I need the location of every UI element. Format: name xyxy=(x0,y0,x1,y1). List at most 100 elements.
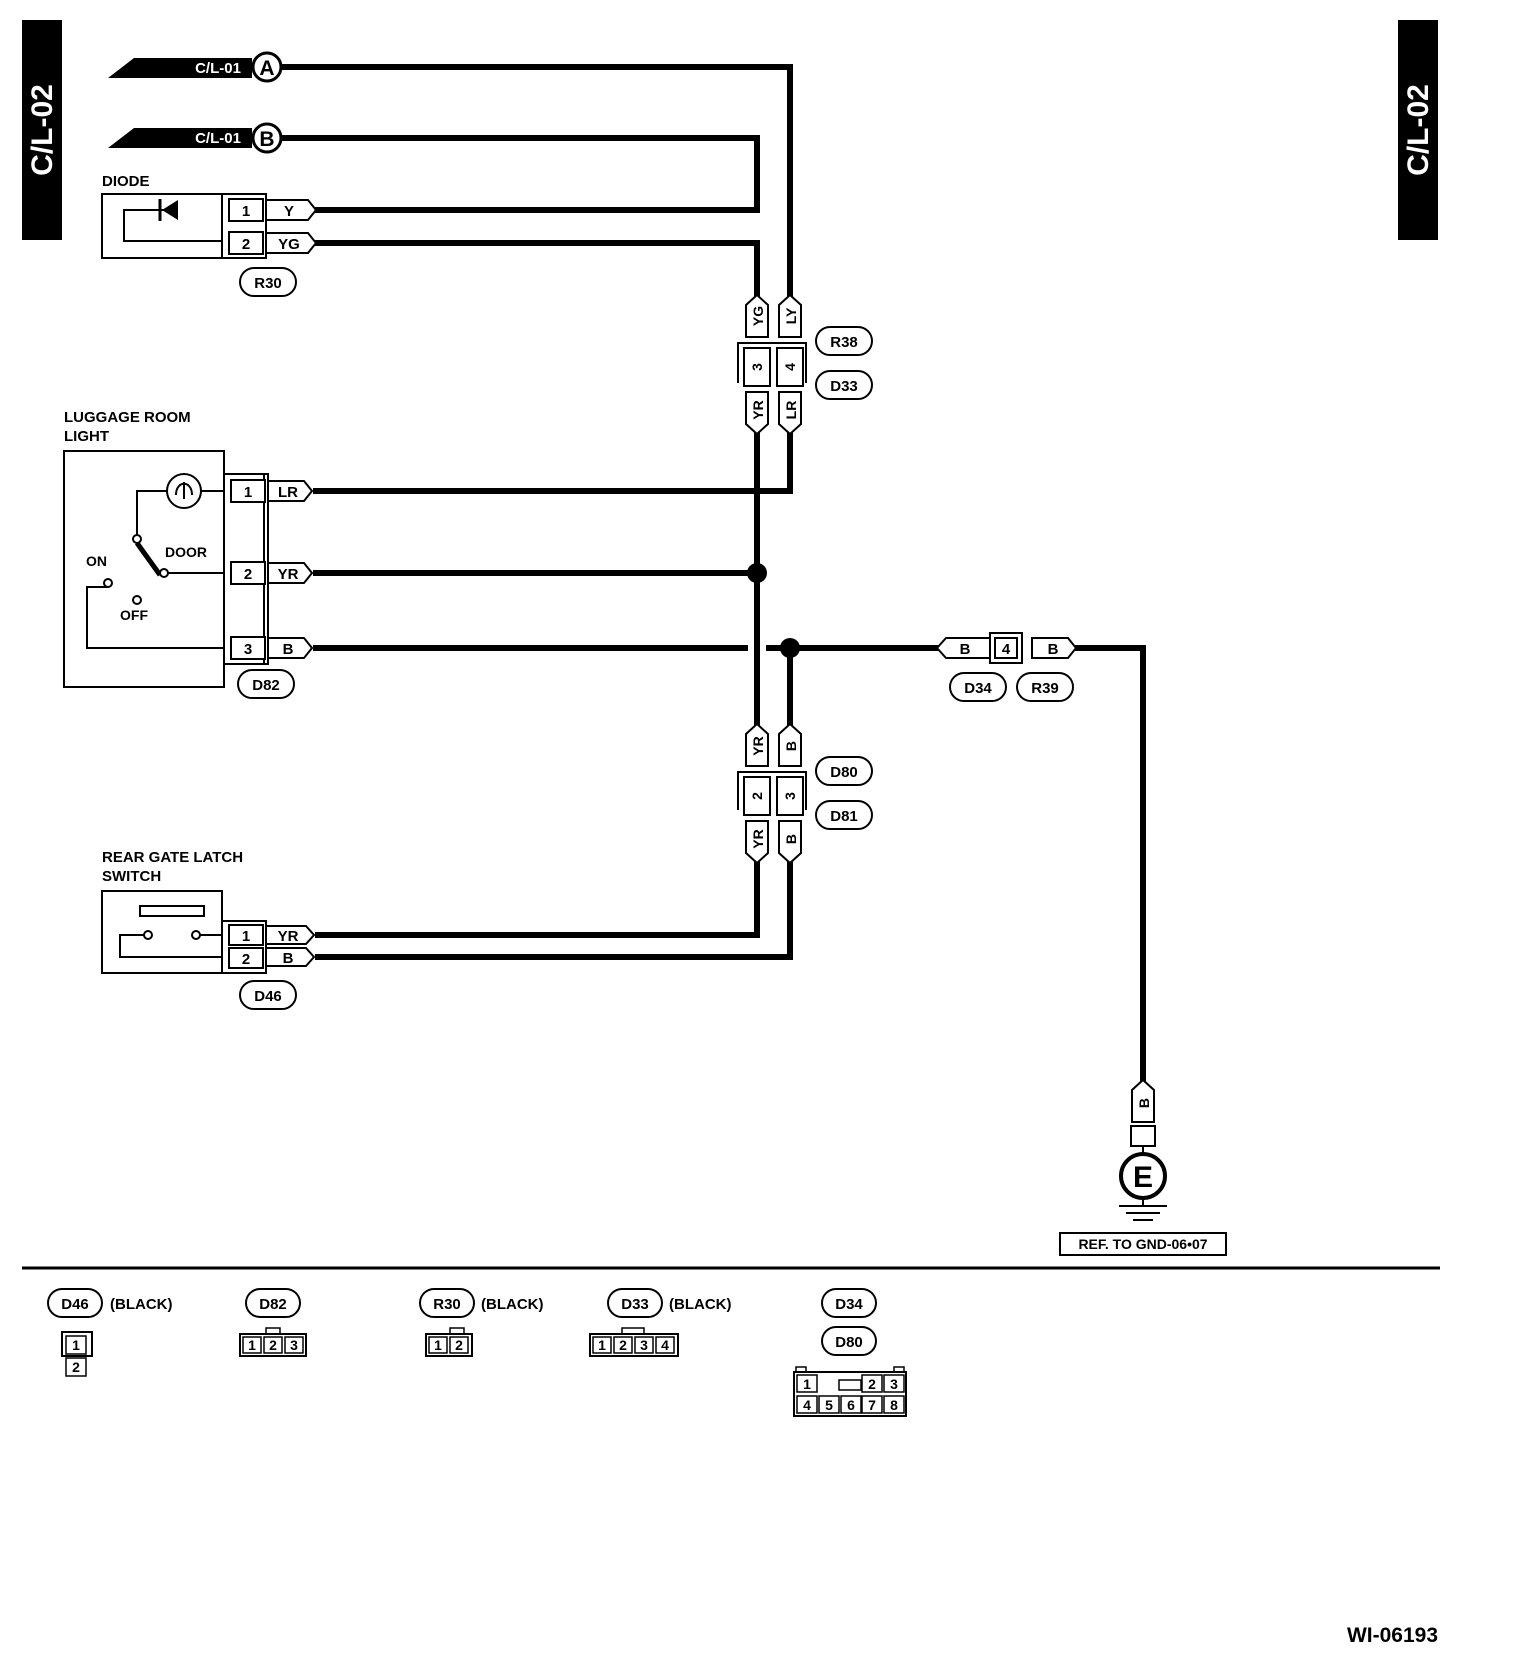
wire-lr xyxy=(313,430,793,494)
legend-r30: R30 (BLACK) 1 2 xyxy=(419,1288,543,1357)
wire-b xyxy=(282,135,760,213)
r30-pin-1: 1 xyxy=(242,203,250,220)
legend-d82-pin-1: 1 xyxy=(248,1337,256,1353)
tab-left-text: C/L-02 xyxy=(26,84,59,176)
r30-id: R30 xyxy=(254,275,282,292)
ground-reference: REF. TO GND-06•07 xyxy=(1078,1236,1207,1252)
legend-d34-pin-4: 4 xyxy=(803,1397,811,1413)
legend-d33-color: (BLACK) xyxy=(669,1296,731,1313)
ground: B E REF. TO GND-06•07 xyxy=(1059,1078,1227,1256)
d33-id: D33 xyxy=(830,378,858,395)
wire-yr-d46 xyxy=(315,858,760,938)
legend-d46: D46 (BLACK) 1 2 xyxy=(47,1288,172,1377)
wire-label-yr-d46: YR xyxy=(278,928,299,945)
legend-d33-id: D33 xyxy=(621,1296,649,1313)
connector-d34-r39: B 4 B D34 R39 xyxy=(935,632,1078,702)
r38-pin-3: 3 xyxy=(749,363,765,371)
wire-label-lr: LR xyxy=(278,484,298,501)
legend-d34-pin-8: 8 xyxy=(890,1397,898,1413)
connector-d80-d81: YR B 2 3 YR B D80 D81 xyxy=(737,722,873,865)
legend-r30-id: R30 xyxy=(433,1296,461,1313)
legend-d46-id: D46 xyxy=(61,1296,89,1313)
legend-d82-id: D82 xyxy=(259,1296,287,1313)
legend-r30-pin-2: 2 xyxy=(455,1337,463,1353)
input-b-letter: B xyxy=(259,128,274,151)
wire-b-d46 xyxy=(315,858,793,960)
d82-id: D82 xyxy=(252,677,280,694)
diode-label: DIODE xyxy=(102,173,150,190)
input-a-label: C/L-01 xyxy=(195,60,241,77)
r38-pin-4: 4 xyxy=(782,363,798,371)
d46-pin-2: 2 xyxy=(242,951,250,968)
d80-pin-3: 3 xyxy=(782,792,798,800)
wire-label-b-vertical-3: B xyxy=(783,834,799,844)
luggage-label-2: LIGHT xyxy=(64,428,109,445)
switch-off-label: OFF xyxy=(120,607,148,623)
d46-pin-1: 1 xyxy=(242,928,250,945)
input-a-letter: A xyxy=(259,57,274,80)
d82-pin-2: 2 xyxy=(244,566,252,583)
connector-d82: 1 2 3 LR YR B D82 xyxy=(223,473,314,699)
legend-d34-pin-7: 7 xyxy=(868,1397,876,1413)
legend-d33-pin-1: 1 xyxy=(598,1337,606,1353)
wire-label-y: Y xyxy=(284,203,294,220)
legend-d33-pin-2: 2 xyxy=(619,1337,627,1353)
tab-left: C/L-02 xyxy=(22,20,62,240)
d34-id: D34 xyxy=(964,680,992,697)
wire-label-ly-vertical: LY xyxy=(783,307,799,324)
r30-pin-2: 2 xyxy=(242,236,250,253)
legend-d82: D82 1 2 3 xyxy=(239,1288,307,1357)
wire-label-lr-vertical: LR xyxy=(783,401,799,420)
legend-r30-color: (BLACK) xyxy=(481,1296,543,1313)
legend-r30-pin-1: 1 xyxy=(434,1337,442,1353)
wire-label-b-d34: B xyxy=(960,641,971,658)
d80-id: D80 xyxy=(830,764,858,781)
wire-label-yg-vertical: YG xyxy=(750,306,766,326)
d81-id: D81 xyxy=(830,808,858,825)
wire-label-b: B xyxy=(283,641,294,658)
legend-d33-pin-3: 3 xyxy=(640,1337,648,1353)
wire-yg xyxy=(315,240,760,298)
figure-id: WI-06193 xyxy=(1347,1624,1438,1647)
legend-d82-pin-3: 3 xyxy=(290,1337,298,1353)
ground-letter: E xyxy=(1133,1161,1153,1194)
d46-id: D46 xyxy=(254,988,282,1005)
legend-d34-pin-6: 6 xyxy=(847,1397,855,1413)
switch-door-label: DOOR xyxy=(165,544,207,560)
luggage-label-1: LUGGAGE ROOM xyxy=(64,409,191,426)
rear-gate-label-2: SWITCH xyxy=(102,868,161,885)
wire-label-yr-vertical-1: YR xyxy=(750,400,766,419)
connector-r30: 1 2 Y YG R30 xyxy=(221,193,318,297)
wire-label-b-d46: B xyxy=(283,950,294,967)
legend-d33: D33 (BLACK) 1 2 3 4 xyxy=(589,1288,731,1357)
input-b: C/L-01 B xyxy=(108,122,283,154)
splice-b xyxy=(780,638,800,658)
diode-component: DIODE xyxy=(101,173,223,259)
legend-d33-pin-4: 4 xyxy=(661,1337,669,1353)
wire-a xyxy=(282,64,793,298)
luggage-room-light: LUGGAGE ROOM LIGHT ON OFF DOOR xyxy=(63,409,225,688)
r38-id: R38 xyxy=(830,334,858,351)
splice-yr xyxy=(747,563,767,583)
legend-d34-id: D34 xyxy=(835,1296,863,1313)
wire-label-yr-vertical-2: YR xyxy=(750,736,766,755)
input-a: C/L-01 A xyxy=(108,51,283,83)
legend-d80-id: D80 xyxy=(835,1334,863,1351)
wire-label-yg: YG xyxy=(278,236,300,253)
rear-gate-label-1: REAR GATE LATCH xyxy=(102,849,243,866)
legend-d34-d80: D34 D80 1 2 3 4 5 6 7 8 xyxy=(793,1288,907,1417)
legend-d46-color: (BLACK) xyxy=(110,1296,172,1313)
d82-pin-3: 3 xyxy=(244,641,252,658)
legend-d46-pin-1: 1 xyxy=(72,1337,80,1353)
wire-label-b-r39: B xyxy=(1048,641,1059,658)
connector-d46: 1 2 YR B D46 xyxy=(221,920,316,1010)
legend-d82-pin-2: 2 xyxy=(269,1337,277,1353)
d34-pin-4: 4 xyxy=(1002,641,1011,658)
legend-d46-pin-2: 2 xyxy=(72,1359,80,1375)
legend-d34-pin-2: 2 xyxy=(868,1376,876,1392)
wire-label-b-ground: B xyxy=(1136,1098,1152,1108)
legend-d34-pin-5: 5 xyxy=(825,1397,833,1413)
d82-pin-1: 1 xyxy=(244,484,252,501)
wire-label-b-vertical-2: B xyxy=(783,741,799,751)
